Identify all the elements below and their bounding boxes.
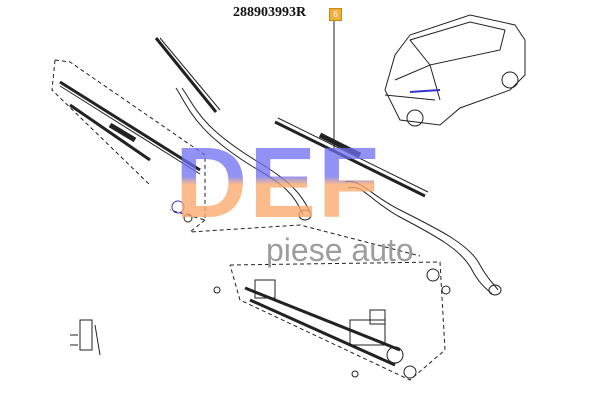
wiper-linkage-motor — [229, 261, 446, 381]
vehicle-illustration-icon — [384, 14, 526, 127]
left-wiper-blade — [59, 80, 201, 175]
watermark-subtitle: piese auto — [266, 232, 414, 268]
left-wiper-arm — [175, 87, 312, 221]
left-blade-group — [51, 59, 421, 257]
part-number-label: 288903993R — [233, 5, 307, 20]
callout-badge: 6 — [329, 8, 342, 21]
right-wiper-arm — [344, 180, 502, 296]
watermark-logo: DEF — [175, 127, 381, 239]
right-wiper-blade — [274, 117, 429, 198]
top-wiper-blade — [154, 37, 221, 113]
torque-symbol-icon — [70, 319, 101, 356]
wiper-linkage — [244, 279, 417, 379]
